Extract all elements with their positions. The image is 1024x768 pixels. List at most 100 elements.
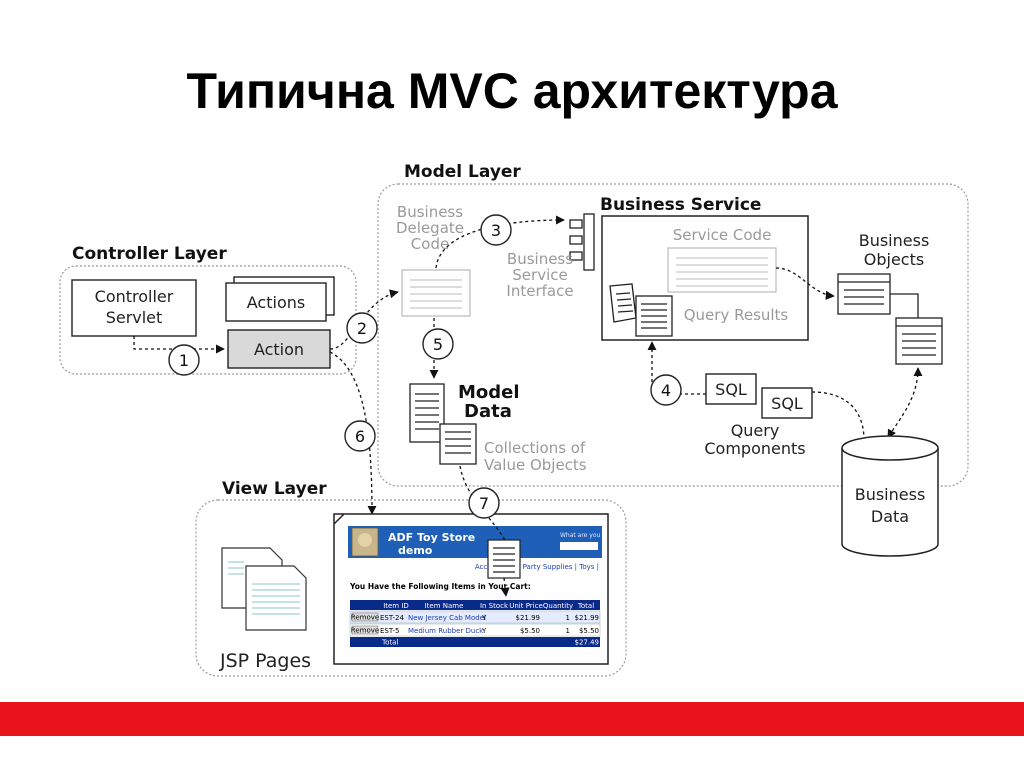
svg-text:Remove: Remove [351,627,379,635]
service-interface-icon [569,213,595,271]
jsp-header-bar [348,526,602,558]
business-service-title: Business Service [600,195,761,215]
svg-text:$21.99: $21.99 [575,614,600,622]
query-results-icon [609,283,673,337]
model-layer-box [377,183,969,487]
svg-text:1: 1 [566,627,570,635]
search-hint: What are you [560,532,601,539]
svg-text:3: 3 [491,221,501,240]
svg-text:4: 4 [661,381,671,400]
step-5: 5 [422,328,454,360]
controller-layer-box [59,265,357,375]
model-data-icon [409,383,477,465]
model-data-title-1: Model [458,382,520,403]
query-results-label: Query Results [684,306,789,324]
jsp-preview: ADF Toy Store demo What are you Accessor… [333,513,609,665]
query-components-label-1: Query [731,421,780,440]
svg-text:7: 7 [479,494,489,513]
sql-label-2: SQL [771,394,803,413]
remove-button-1[interactable] [351,612,379,622]
service-code-doc [667,247,777,293]
business-data-label-2: Data [871,507,909,526]
svg-text:Item Name: Item Name [425,602,464,610]
business-object-link [890,293,919,318]
store-sub: demo [398,544,433,557]
svg-text:1: 1 [566,614,570,622]
collections-label-2: Value Objects [484,456,587,474]
svg-text:Remove: Remove [351,614,379,622]
jsp-pages-label: JSP Pages [219,650,311,672]
svg-text:2: 2 [357,319,367,338]
mvc-diagram: Model Layer Controller Layer View Layer … [59,162,969,677]
business-delegate-doc [401,269,471,317]
step-3: 3 [480,214,512,246]
business-objects-label-1: Business [859,231,930,250]
arrow-service-to-objects [775,267,835,300]
search-field[interactable] [560,542,598,550]
svg-text:$21.99: $21.99 [516,614,541,622]
sql-label-1: SQL [715,380,747,399]
svg-text:Quantity: Quantity [543,602,573,610]
value-object-doc-icon [487,539,521,579]
service-interface-label-3: Interface [506,282,573,300]
controller-servlet-label-2: Servlet [106,308,163,327]
jsp-pages-icon [221,547,307,631]
model-layer-title: Model Layer [404,162,521,182]
business-delegate-label-1: Business [397,203,463,221]
svg-text:$5.50: $5.50 [520,627,540,635]
item-link-2[interactable]: Medium Rubber Duck [408,627,484,635]
action-label: Action [254,340,304,359]
footer-accent-bar [0,702,1024,736]
business-object-icon-2 [895,317,943,365]
svg-text:5: 5 [433,335,443,354]
view-layer-title: View Layer [222,479,327,499]
svg-text:6: 6 [355,427,365,446]
step-6: 6 [344,420,376,452]
view-layer-box [195,499,627,677]
svg-text:Item ID: Item ID [383,602,409,610]
arrow-2 [329,289,399,350]
actions-box [225,282,327,322]
query-components-label-2: Components [704,439,805,458]
business-delegate-label-3: Code [411,235,449,253]
item-link-1[interactable]: New Jersey Cab Model [408,614,486,622]
model-data-title-2: Data [464,401,512,422]
controller-layer-title: Controller Layer [72,244,227,264]
arrow-objects-to-data [887,367,923,439]
remove-button-2[interactable] [351,625,379,635]
svg-text:EST-5: EST-5 [380,627,399,635]
business-objects-label-2: Objects [864,250,924,269]
svg-text:$27.49: $27.49 [575,639,600,647]
cart-table-header [350,600,600,610]
svg-text:Y: Y [481,614,487,622]
arrow-3 [435,215,565,269]
sql-box-2 [761,387,813,419]
svg-text:Total: Total [577,602,594,610]
arrow-6 [329,351,377,515]
svg-text:Y: Y [481,627,487,635]
service-interface-label-2: Service [512,266,567,284]
business-data-cylinder [841,435,939,557]
actions-label: Actions [247,293,305,312]
svg-text:$5.50: $5.50 [579,627,599,635]
nav-links[interactable]: Accessories | Party Supplies | Toys | [475,563,599,571]
step-4: 4 [650,374,682,406]
business-object-icon-1 [837,273,891,315]
svg-text:Unit Price: Unit Price [509,602,543,610]
step-2: 2 [346,312,378,344]
service-code-label: Service Code [673,226,772,244]
step-1: 1 [168,344,200,376]
cart-heading: You Have the Following Items in Your Car… [349,582,531,591]
svg-text:In Stock: In Stock [480,602,509,610]
controller-servlet-label-1: Controller [95,287,174,306]
svg-text:Total: Total [381,639,398,647]
sql-box-1 [705,373,757,405]
sql-to-data-link [811,391,865,441]
store-name: ADF Toy Store [388,531,475,544]
business-data-label-1: Business [855,485,926,504]
business-delegate-label-2: Delegate [396,219,464,237]
controller-servlet-box [71,279,197,337]
service-interface-label-1: Business [507,250,573,268]
svg-text:1: 1 [179,351,189,370]
toy-mascot-icon [351,527,379,557]
